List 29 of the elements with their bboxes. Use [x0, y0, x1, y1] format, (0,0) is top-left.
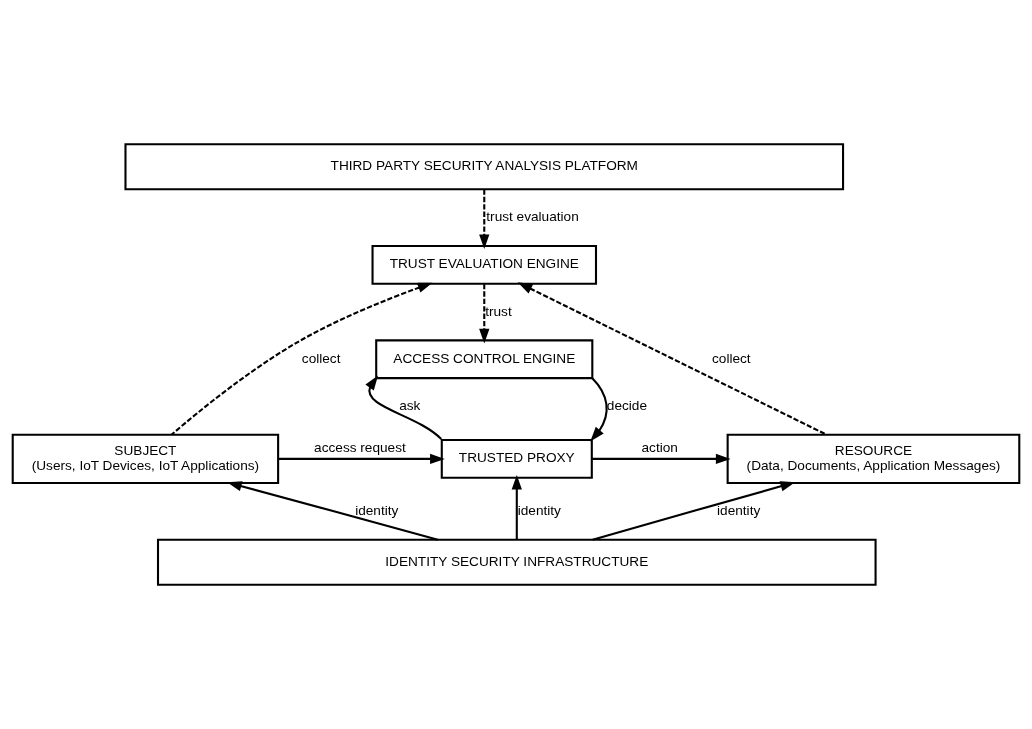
node-box: TRUST EVALUATION ENGINE [371, 244, 598, 285]
node-box: IDENTITY SECURITY INFRASTRUCTURE [156, 538, 877, 586]
edge-label: collect [712, 350, 751, 366]
edge-label: access request [314, 439, 406, 455]
arrow [517, 282, 827, 436]
arrow [227, 481, 439, 541]
arrow [590, 377, 608, 442]
arrow [278, 453, 445, 465]
edge-label: decide [606, 398, 648, 414]
arrow [511, 474, 522, 540]
node-box: ACCESS CONTROL ENGINE [375, 339, 594, 380]
edge-label: identity [355, 502, 399, 518]
arrow [171, 282, 433, 436]
edge-label: trust evaluation [486, 209, 579, 225]
arrow [592, 453, 731, 465]
node-box: RESOURCE (Data, Documents, Application Messages) [726, 433, 1021, 485]
edge-label: trust [485, 303, 512, 319]
edge-label: collect [301, 350, 341, 366]
node-box: TRUSTED PROXY [440, 438, 593, 479]
arrow [479, 284, 490, 344]
arrow [365, 375, 442, 440]
edge-label: identity [717, 502, 761, 518]
edge-label: ask [399, 398, 421, 414]
edge-label: action [641, 439, 678, 455]
edge-label: identity [517, 502, 561, 518]
node-box: THIRD PARTY SECURITY ANALYSIS PLATFORM [124, 143, 845, 191]
arrow [592, 481, 796, 541]
node-box: SUBJECT (Users, IoT Devices, IoT Applications) [11, 433, 280, 485]
arrow [479, 189, 490, 250]
